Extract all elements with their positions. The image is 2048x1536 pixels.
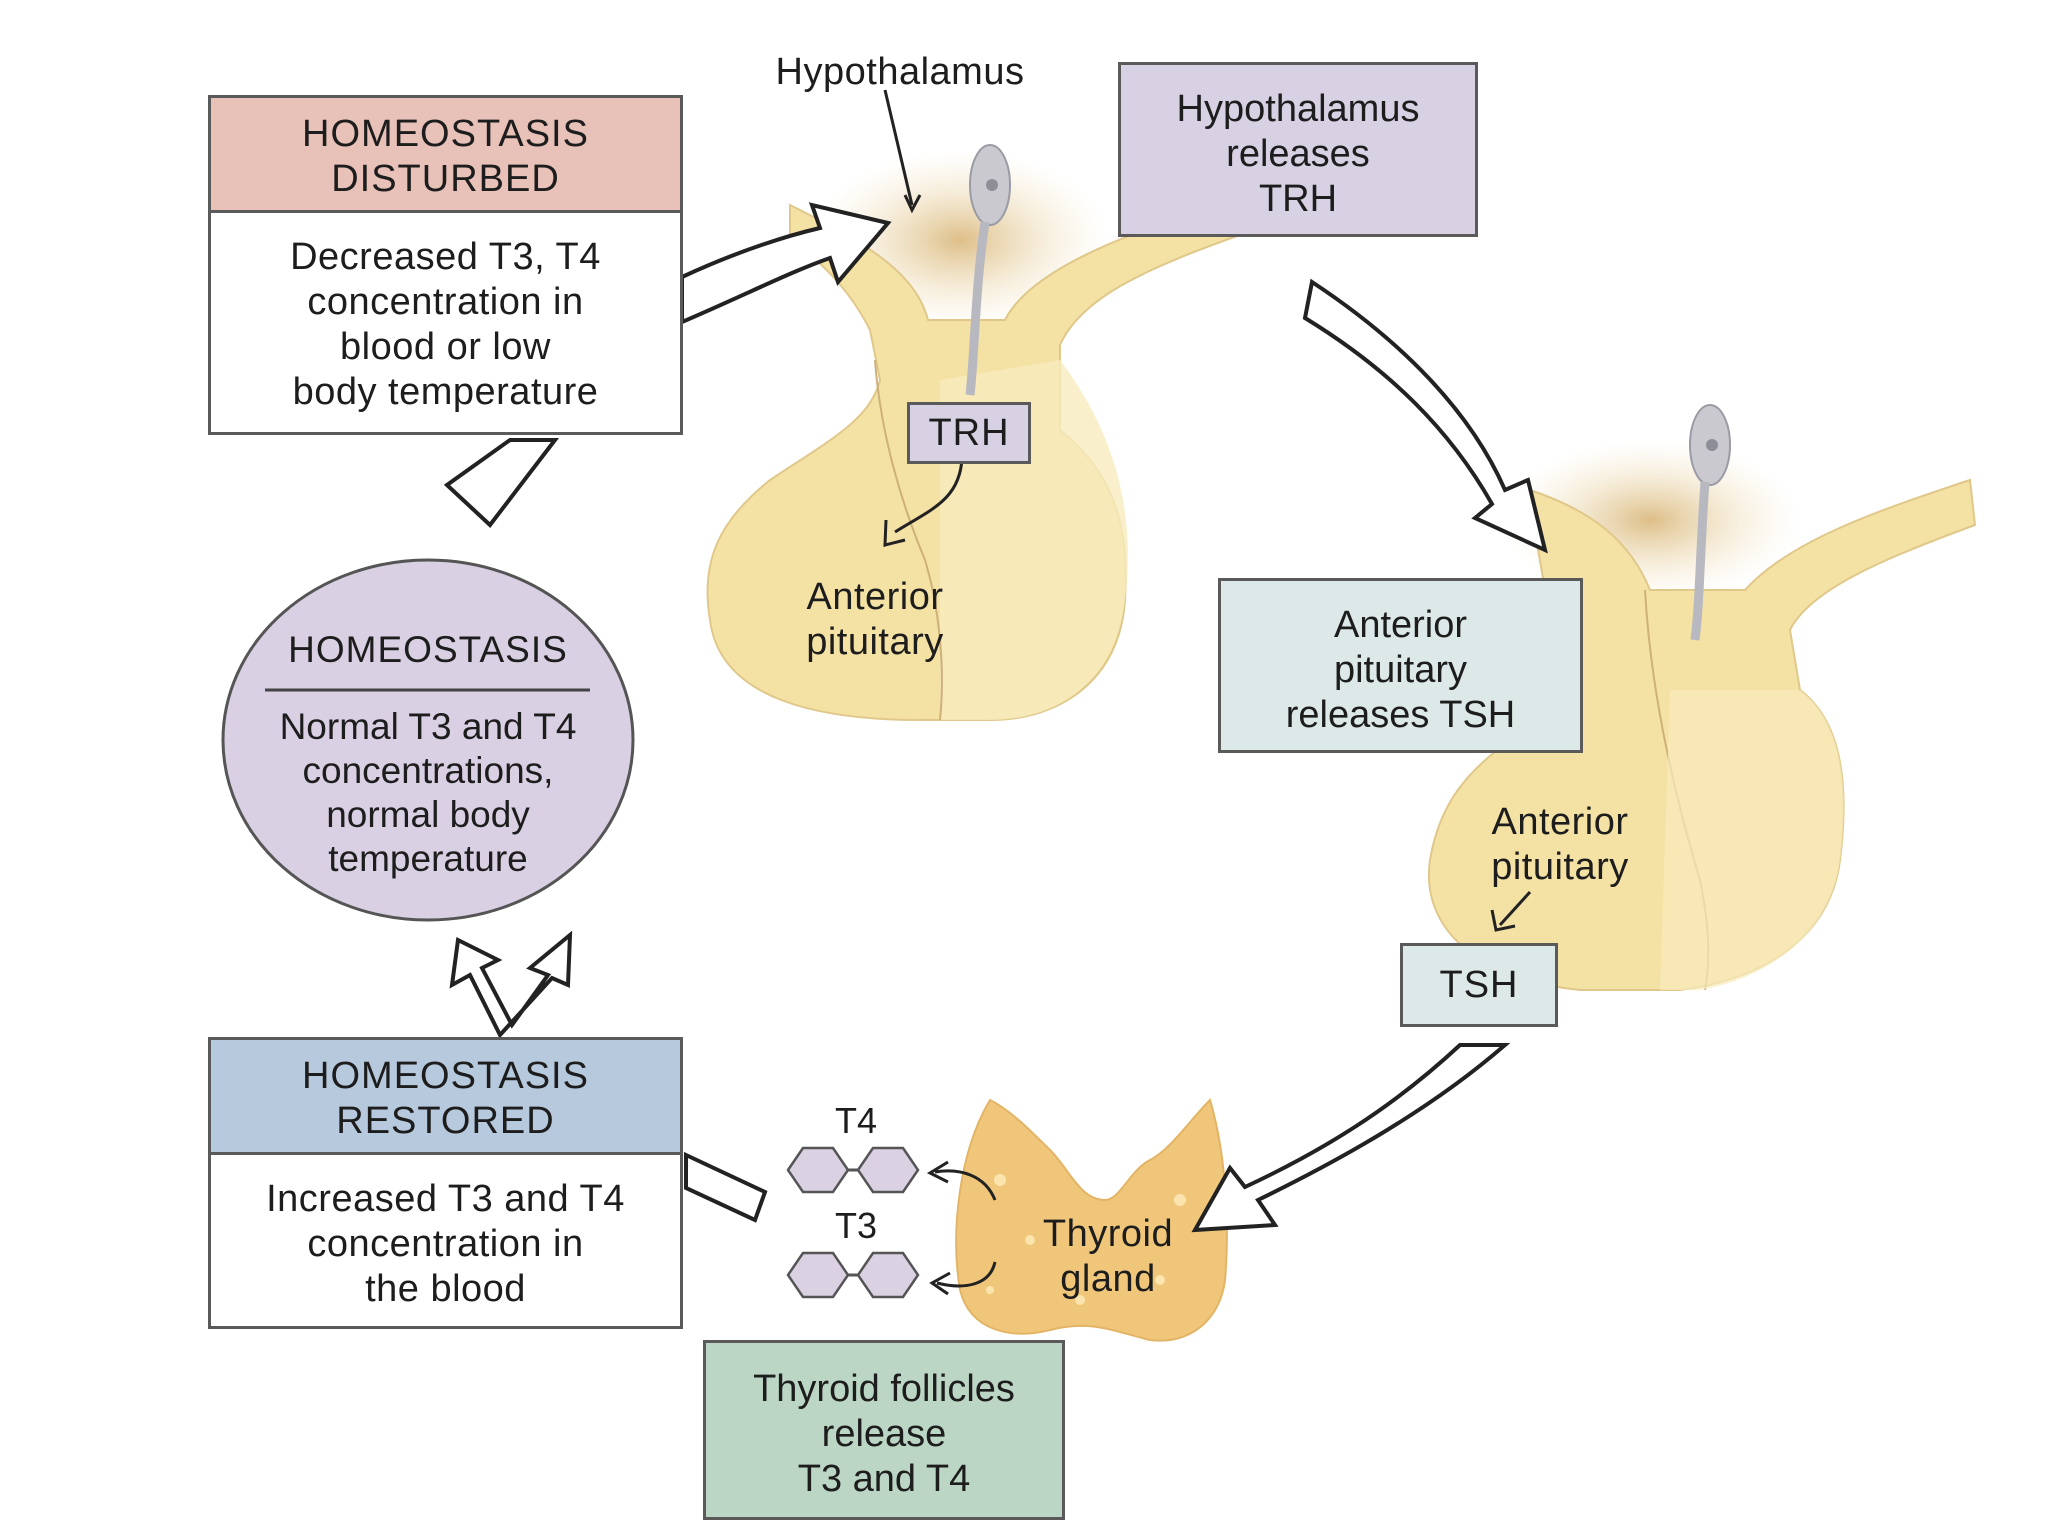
homeostasis-body-line-1: Normal T3 and T4	[279, 706, 577, 747]
arrow-to-homeostasis	[449, 930, 573, 1039]
anterior-pituitary-label-1: Anterior pituitary	[770, 575, 980, 665]
homeostasis-body: Normal T3 and T4 concentrations, normal …	[228, 705, 628, 881]
arrow-to-restored	[684, 1151, 768, 1223]
anterior-pituitary-2-line-2: pituitary	[1491, 846, 1629, 888]
arrow-to-hypothalamus	[680, 202, 892, 326]
thyroid-gland-line-2: gland	[1060, 1258, 1156, 1300]
hypothalamus-label: Hypothalamus	[775, 51, 1025, 93]
pituitary-releases-line-3: releases TSH	[1285, 694, 1516, 736]
hypothalamus-releases-line-2: releases	[1226, 133, 1370, 175]
restored-body: Increased T3 and T4 concentration in the…	[211, 1155, 680, 1312]
restored-header-line-2: RESTORED	[336, 1100, 555, 1142]
thyroid-gland-illustration	[926, 1098, 1228, 1342]
disturbed-body-line-4: body temperature	[292, 371, 599, 413]
t4-label: T4	[835, 1100, 878, 1141]
thyroid-gland-label: Thyroid gland	[1008, 1212, 1208, 1302]
homeostasis-disturbed-box: HOMEOSTASIS DISTURBED Decreased T3, T4 c…	[208, 95, 683, 435]
anterior-pituitary-1-line-1: Anterior	[806, 576, 944, 618]
arrow-to-pituitary	[1302, 278, 1548, 554]
anterior-pituitary-1-line-2: pituitary	[806, 621, 944, 663]
pituitary-releases-line-2: pituitary	[1333, 649, 1468, 691]
homeostasis-body-line-2: concentrations,	[302, 750, 554, 791]
follicles-release-box: Thyroid follicles release T3 and T4	[703, 1340, 1065, 1520]
anterior-pituitary-label-2: Anterior pituitary	[1455, 800, 1665, 890]
disturbed-header-line-1: HOMEOSTASIS	[302, 113, 589, 155]
disturbed-body-line-3: blood or low	[340, 326, 551, 368]
t3-molecule-icon	[786, 1251, 920, 1299]
homeostasis-body-line-3: normal body	[326, 794, 530, 835]
homeostasis-circle	[221, 558, 635, 922]
follicles-release-line-3: T3 and T4	[797, 1458, 971, 1500]
follicles-release-line-2: release	[821, 1413, 947, 1455]
tsh-tag: TSH	[1400, 943, 1558, 1027]
thyroid-gland-line-1: Thyroid	[1042, 1213, 1174, 1255]
restored-body-line-1: Increased T3 and T4	[266, 1178, 625, 1220]
restored-body-line-2: concentration in	[307, 1223, 584, 1265]
follicles-release-line-1: Thyroid follicles	[753, 1368, 1015, 1410]
restored-header-line-1: HOMEOSTASIS	[302, 1055, 589, 1097]
pituitary-releases-line-1: Anterior	[1333, 604, 1468, 646]
disturbed-body-line-2: concentration in	[307, 281, 584, 323]
pituitary-releases-box: Anterior pituitary releases TSH	[1218, 578, 1583, 753]
arrow-to-thyroid	[1191, 1043, 1511, 1233]
t4-molecule-icon	[786, 1146, 920, 1194]
disturbed-header: HOMEOSTASIS DISTURBED	[211, 98, 680, 213]
anterior-pituitary-2-line-1: Anterior	[1491, 801, 1629, 843]
disturbed-header-line-2: DISTURBED	[331, 158, 560, 200]
trh-tag: TRH	[907, 402, 1031, 464]
t3-label: T3	[835, 1205, 878, 1246]
restored-body-line-3: the blood	[365, 1268, 526, 1310]
hypothalamus-releases-line-3: TRH	[1258, 178, 1338, 220]
homeostasis-restored-box: HOMEOSTASIS RESTORED Increased T3 and T4…	[208, 1037, 683, 1329]
hypothalamus-releases-line-1: Hypothalamus	[1176, 88, 1420, 130]
homeostasis-title: HOMEOSTASIS	[288, 629, 568, 670]
disturbed-body-line-1: Decreased T3, T4	[290, 236, 601, 278]
homeostasis-body-line-4: temperature	[328, 838, 528, 879]
hypothalamus-releases-box: Hypothalamus releases TRH	[1118, 62, 1478, 237]
disturbed-body: Decreased T3, T4 concentration in blood …	[211, 213, 680, 415]
restored-header: HOMEOSTASIS RESTORED	[211, 1040, 680, 1155]
arrow-to-disturbed	[443, 438, 560, 528]
